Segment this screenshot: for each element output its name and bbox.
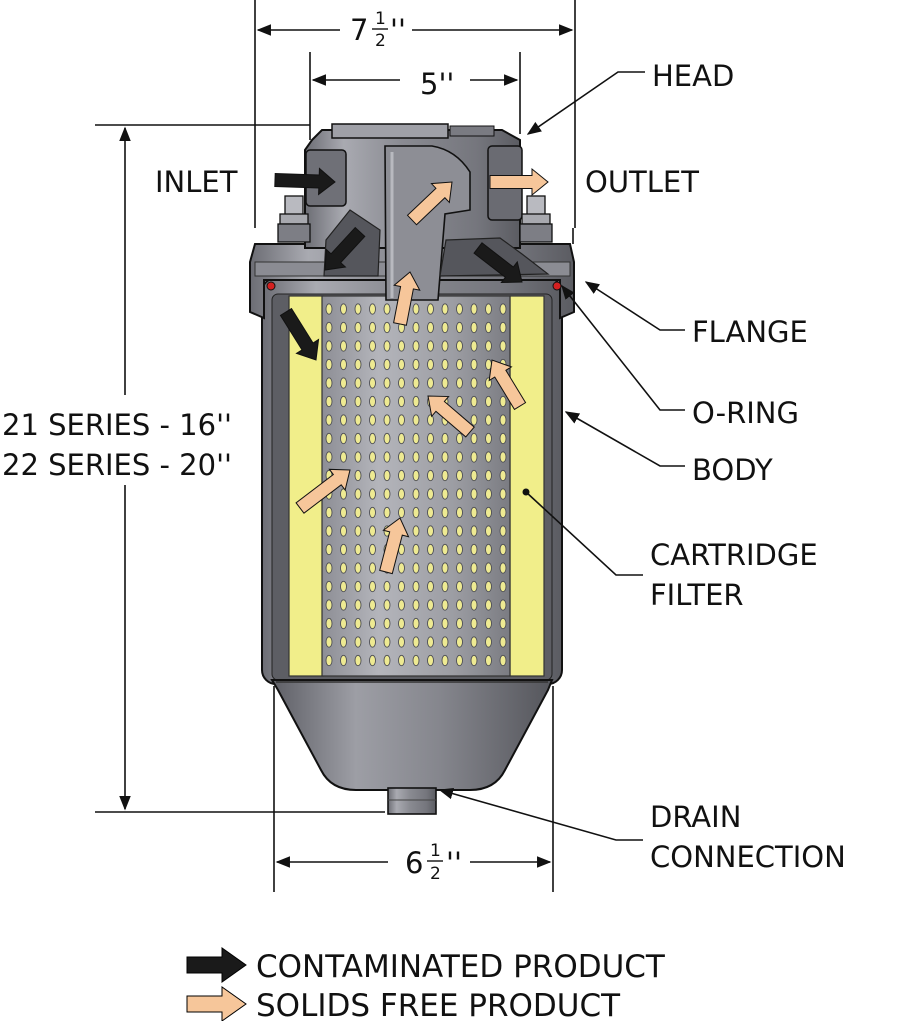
contaminated-flow-arrows: [274, 167, 523, 361]
clean-flow-arrow: [393, 271, 421, 326]
clean-flow-arrow: [489, 167, 549, 197]
legend: CONTAMINATED PRODUCT SOLIDS FREE PRODUCT: [186, 947, 666, 1021]
svg-text:2: 2: [375, 31, 386, 51]
dim-bottom-width: 6 1 2 '': [405, 841, 462, 884]
clean-flow-arrow: [427, 395, 475, 438]
svg-text:7: 7: [350, 13, 368, 47]
bolt-right: [519, 195, 553, 243]
clean-flow-arrows: [295, 167, 549, 575]
label-connection: CONNECTION: [650, 840, 846, 874]
svg-text:2: 2: [430, 864, 441, 884]
filter-assembly: [249, 123, 575, 815]
label-body: BODY: [692, 453, 773, 487]
label-flange: FLANGE: [692, 315, 808, 349]
legend-solids-free: SOLIDS FREE PRODUCT: [256, 988, 621, 1021]
dim-height-22: 22 SERIES - 20'': [2, 448, 232, 482]
clean-flow-arrow: [295, 468, 351, 514]
label-oring: O-RING: [692, 396, 799, 430]
legend-clean-arrow-icon: [186, 986, 247, 1021]
contaminated-flow-arrow: [324, 226, 366, 271]
filter-media-right: [509, 295, 545, 677]
filter-media-left: [288, 295, 324, 677]
svg-text:'': '': [390, 13, 406, 47]
svg-text:'': '': [446, 846, 462, 880]
label-outlet: OUTLET: [585, 165, 699, 199]
label-inlet: INLET: [155, 165, 238, 199]
legend-contaminated-arrow-icon: [186, 947, 247, 983]
dim-height-21: 21 SERIES - 16'': [2, 408, 232, 442]
dim-head-width: 5'': [420, 67, 454, 101]
contaminated-flow-arrow: [274, 167, 336, 196]
contaminated-flow-arrow: [279, 307, 320, 361]
svg-text:1: 1: [430, 841, 441, 861]
clean-flow-arrow: [379, 517, 410, 575]
legend-contaminated: CONTAMINATED PRODUCT: [256, 949, 666, 985]
label-head: HEAD: [652, 59, 734, 93]
label-filter: FILTER: [650, 578, 744, 612]
oring-left: [266, 281, 276, 291]
drain-connection: [387, 787, 437, 815]
clean-flow-arrow: [488, 359, 527, 411]
contaminated-flow-arrow: [473, 242, 523, 284]
clean-flow-arrow: [406, 181, 453, 226]
label-cartridge: CARTRIDGE: [650, 538, 818, 572]
svg-text:6: 6: [405, 846, 423, 880]
dimension-lines: [95, 0, 576, 892]
dim-top-width: 7 1 2 '': [350, 9, 406, 51]
bolt-left: [277, 195, 311, 243]
callouts: INLET OUTLET HEAD FLANGE O-RING BODY CAR…: [155, 59, 846, 874]
label-drain: DRAIN: [650, 800, 741, 834]
bowl-cone: [270, 679, 554, 791]
oring-right: [552, 281, 562, 291]
svg-text:1: 1: [375, 9, 386, 29]
